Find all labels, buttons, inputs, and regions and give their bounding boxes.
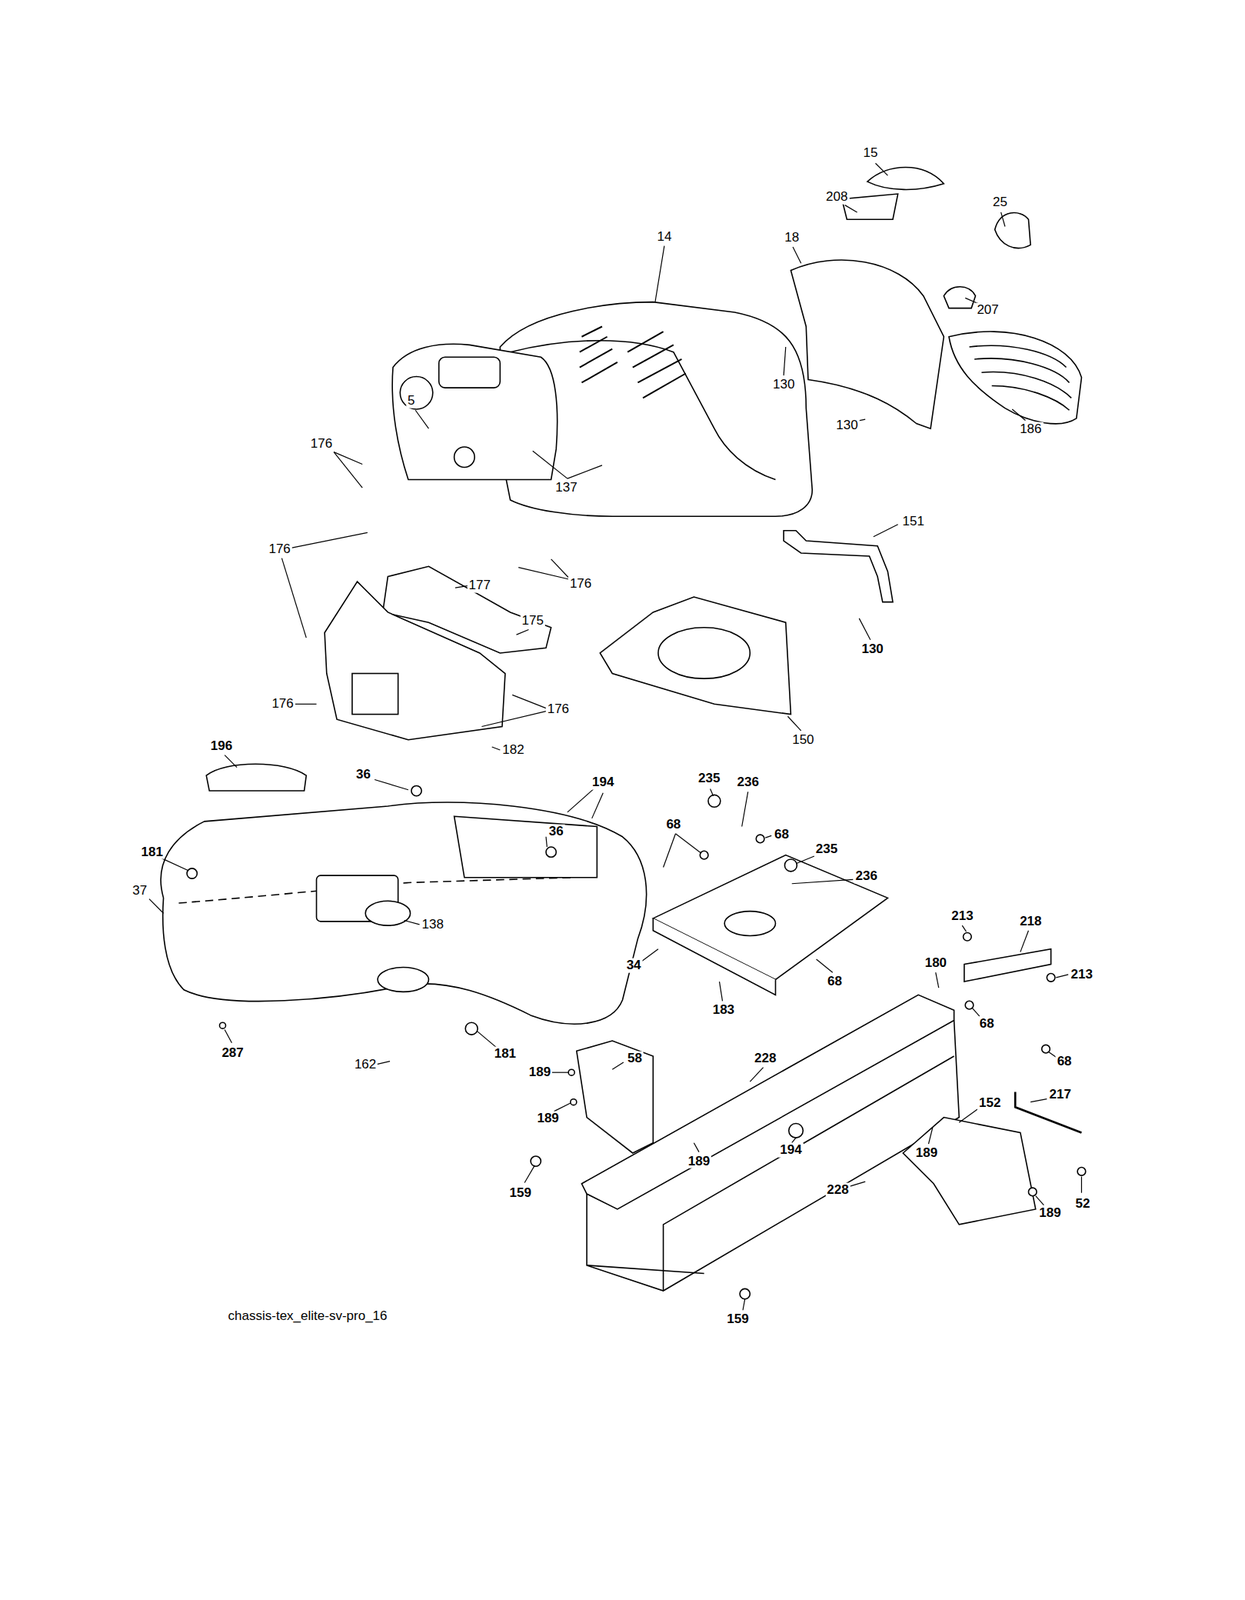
figure-id: chassis-tex_elite-sv-pro_16 xyxy=(226,1308,390,1324)
callout-number: 176 xyxy=(568,575,593,591)
callout-number: 235 xyxy=(696,771,722,786)
callout-number: 176 xyxy=(309,436,334,452)
callout-number: 152 xyxy=(977,1095,1002,1111)
callout-number: 175 xyxy=(520,612,546,628)
callout-number: 228 xyxy=(752,1050,778,1066)
callout-number: 287 xyxy=(219,1045,245,1061)
callout-number: 236 xyxy=(853,868,879,884)
callout-number: 138 xyxy=(419,916,445,932)
callout-number: 58 xyxy=(625,1050,644,1066)
callout-number: 208 xyxy=(824,189,849,205)
callout-number: 36 xyxy=(354,766,373,782)
callout-number: 68 xyxy=(1055,1053,1074,1069)
callout-number: 137 xyxy=(553,480,579,496)
callout-number: 217 xyxy=(1048,1087,1073,1102)
callout-number: 182 xyxy=(500,742,526,758)
callout-number: 189 xyxy=(535,1111,560,1126)
callout-number: 18 xyxy=(782,230,801,246)
callout-number: 176 xyxy=(545,702,571,717)
callout-number: 68 xyxy=(772,827,791,843)
callout-number: 25 xyxy=(991,194,1009,210)
callout-number: 15 xyxy=(862,146,880,161)
callout-number: 68 xyxy=(664,816,683,832)
callout-number: 181 xyxy=(139,844,165,859)
callout-number: 36 xyxy=(547,824,566,839)
callout-number: 183 xyxy=(711,1002,736,1018)
callout-number: 68 xyxy=(978,1015,996,1031)
callout-number: 150 xyxy=(790,732,816,747)
callout-number: 37 xyxy=(130,883,149,899)
callout-number: 194 xyxy=(778,1142,803,1158)
callout-number: 130 xyxy=(834,418,859,433)
callout-number: 180 xyxy=(923,955,949,971)
callout-number: 130 xyxy=(771,377,796,393)
callout-number: 189 xyxy=(914,1145,939,1161)
callout-number: 151 xyxy=(901,514,926,530)
callout-number: 68 xyxy=(825,974,844,989)
callout-number: 236 xyxy=(735,775,761,790)
callout-number: 52 xyxy=(1074,1196,1092,1212)
callout-number: 5 xyxy=(406,393,417,409)
callout-number: 162 xyxy=(352,1056,378,1072)
callout-number: 235 xyxy=(814,841,839,856)
callout-number: 194 xyxy=(590,775,616,790)
callout-number: 213 xyxy=(1068,966,1094,982)
callout-number: 130 xyxy=(859,641,885,656)
callout-number: 228 xyxy=(825,1181,850,1197)
callout-number: 34 xyxy=(625,958,643,973)
callout-number: 189 xyxy=(686,1153,712,1169)
callout-number: 207 xyxy=(975,302,1000,318)
callout-number: 177 xyxy=(467,578,493,593)
callout-number: 189 xyxy=(1037,1205,1062,1221)
callout-number: 181 xyxy=(492,1046,518,1062)
callout-number: 176 xyxy=(269,696,295,712)
callout-number: 159 xyxy=(725,1311,750,1327)
callout-number: 159 xyxy=(508,1185,533,1200)
callout-number: 218 xyxy=(1018,914,1043,929)
callout-number: 14 xyxy=(655,229,673,244)
callout-number: 213 xyxy=(949,908,975,924)
callout-number: 176 xyxy=(266,541,292,556)
callout-number: 196 xyxy=(209,738,234,753)
callout-number: 189 xyxy=(527,1065,553,1080)
callout-number: 186 xyxy=(1018,422,1043,437)
